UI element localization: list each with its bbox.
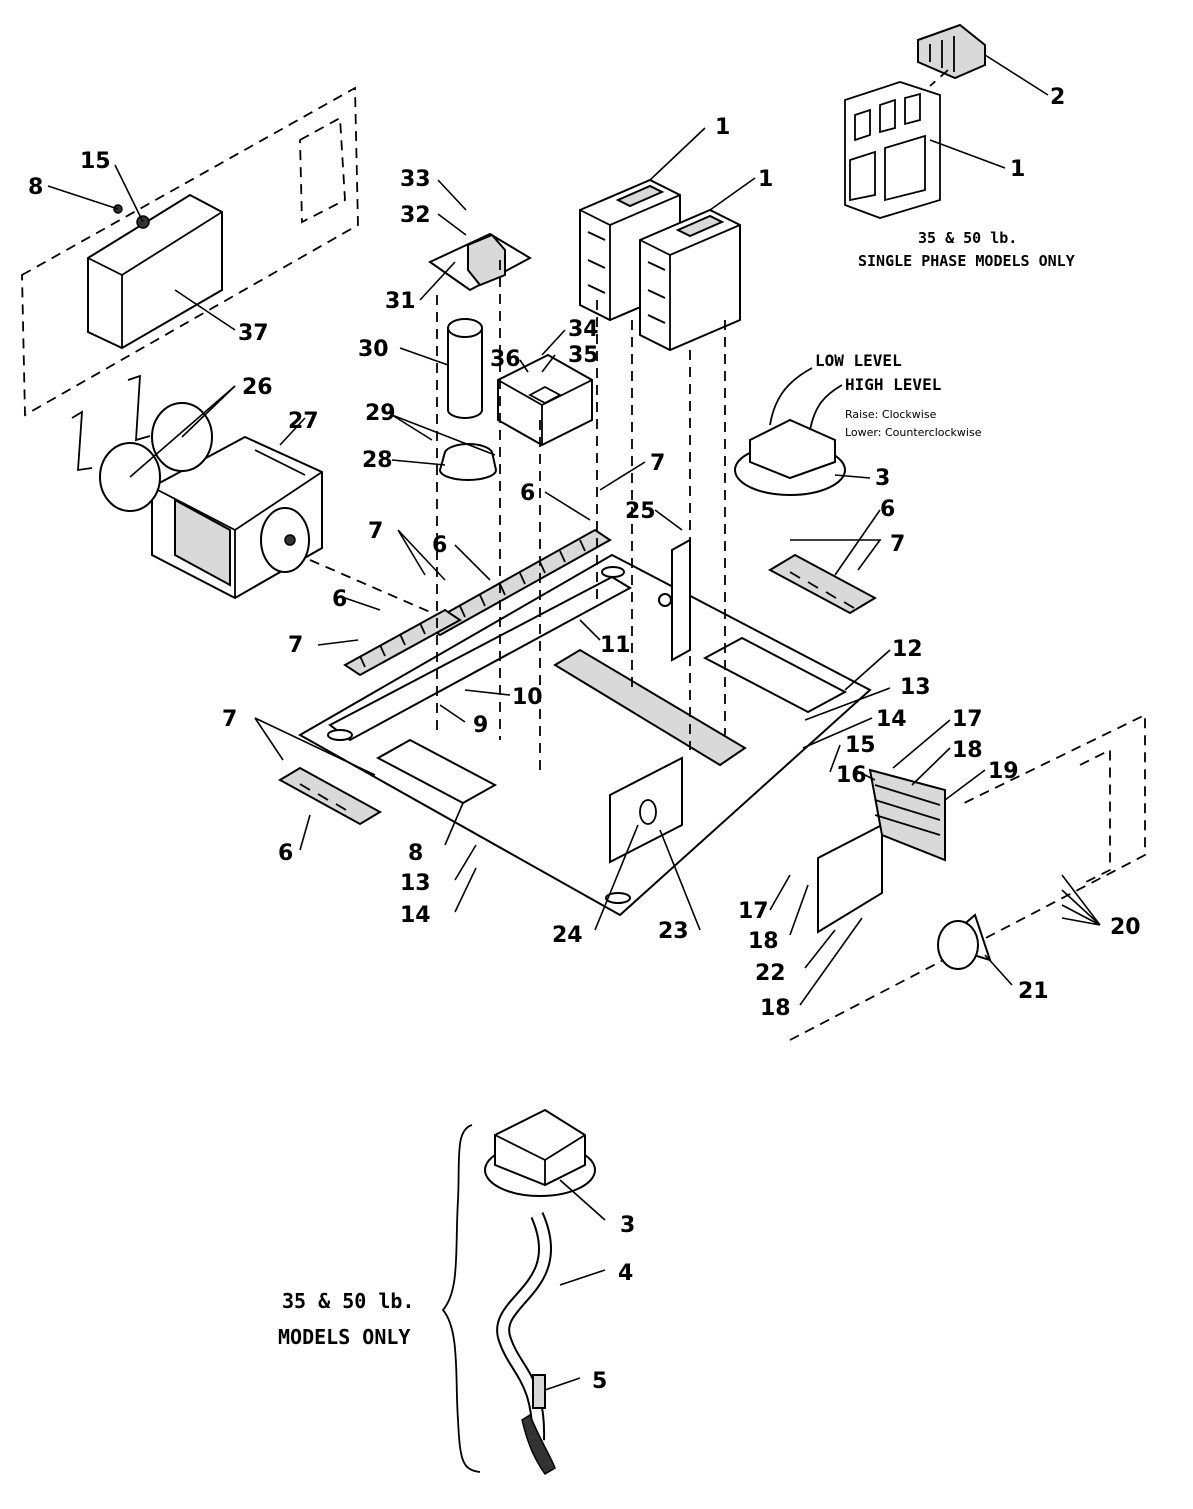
cover-panel-37 (21, 86, 359, 417)
callout-4: 4 (618, 1261, 633, 1286)
callout-18: 18 (748, 929, 779, 954)
callout-8: 8 (408, 841, 423, 866)
callout-22: 22 (755, 961, 786, 986)
fitting-5 (521, 1374, 556, 1475)
callout-33: 33 (400, 167, 431, 192)
callout-7: 7 (890, 532, 905, 557)
callout-37: 37 (238, 321, 269, 346)
terminal-block-6-left (343, 608, 462, 677)
callout-8: 8 (28, 175, 43, 200)
callout-36: 36 (490, 347, 521, 372)
models-only-note-line2: MODELS ONLY (278, 1325, 410, 1349)
timer-27 (151, 435, 323, 600)
relay-base-31 (428, 232, 533, 292)
callout-6: 6 (432, 533, 447, 558)
terminal-block-6-lower (277, 766, 383, 826)
terminal-block-6-right (767, 553, 878, 615)
callout-6: 6 (880, 497, 895, 522)
level-control-3 (734, 367, 846, 496)
callout-10: 10 (512, 685, 543, 710)
base-plate (297, 538, 872, 917)
callout-15: 15 (845, 733, 876, 758)
callout-32: 32 (400, 203, 431, 228)
callout-5: 5 (592, 1369, 607, 1394)
lower-instruction: Lower: Counterclockwise (845, 426, 982, 439)
callout-18: 18 (952, 738, 983, 763)
callout-6: 6 (520, 481, 535, 506)
callout-6: 6 (278, 841, 293, 866)
callout-9: 9 (473, 713, 488, 738)
high-level-label: HIGH LEVEL (845, 375, 941, 394)
callout-23: 23 (658, 919, 689, 944)
callout-2: 2 (1050, 85, 1065, 110)
callout-31: 31 (385, 289, 416, 314)
single-phase-note-line1: 35 & 50 lb. (918, 229, 1017, 247)
callout-14: 14 (876, 707, 907, 732)
callout-15: 15 (80, 149, 111, 174)
callout-7: 7 (650, 451, 665, 476)
models-only-note-line1: 35 & 50 lb. (282, 1289, 414, 1313)
callout-13: 13 (400, 871, 431, 896)
callout-35: 35 (568, 343, 599, 368)
switch-panel-22 (789, 713, 1146, 1041)
callout-30: 30 (358, 337, 389, 362)
leader-lines (47, 54, 1101, 1391)
single-phase-contactor-group (844, 23, 986, 219)
callout-27: 27 (288, 409, 319, 434)
callout-3: 3 (875, 466, 890, 491)
callout-3: 3 (620, 1213, 635, 1238)
callout-1: 1 (715, 115, 730, 140)
callout-26: 26 (242, 375, 273, 400)
callout-17: 17 (738, 899, 769, 924)
callout-17: 17 (952, 707, 983, 732)
low-level-label: LOW LEVEL (815, 351, 902, 370)
callout-1: 1 (758, 167, 773, 192)
hose-4 (496, 1212, 552, 1441)
knob-21 (937, 913, 992, 970)
callout-19: 19 (988, 759, 1019, 784)
callout-29: 29 (365, 401, 396, 426)
assembly-lines (309, 260, 726, 770)
transformer-35 (497, 353, 593, 447)
callout-20: 20 (1110, 915, 1141, 940)
pressure-switch-3 (484, 1108, 596, 1197)
callout-labels: 2 1 1 1 15 8 37 33 32 31 30 34 36 35 26 … (28, 85, 1141, 1394)
callout-16: 16 (836, 763, 867, 788)
callout-25: 25 (625, 499, 656, 524)
single-phase-note-line2: SINGLE PHASE MODELS ONLY (858, 252, 1075, 270)
models-only-brace (441, 1124, 481, 1473)
callout-12: 12 (892, 637, 923, 662)
notes: 35 & 50 lb. SINGLE PHASE MODELS ONLY LOW… (278, 229, 1075, 1349)
callout-14: 14 (400, 903, 431, 928)
callout-13: 13 (900, 675, 931, 700)
callout-34: 34 (568, 317, 599, 342)
capacitor-bracket-28 (438, 443, 498, 481)
callout-1: 1 (1010, 157, 1025, 182)
callout-24: 24 (552, 923, 583, 948)
callout-21: 21 (1018, 979, 1049, 1004)
callout-18: 18 (760, 996, 791, 1021)
callout-6: 6 (332, 587, 347, 612)
callout-28: 28 (362, 448, 393, 473)
callout-7: 7 (288, 633, 303, 658)
callout-7: 7 (368, 519, 383, 544)
raise-instruction: Raise: Clockwise (845, 408, 937, 421)
callout-7: 7 (222, 707, 237, 732)
capacitor-30 (447, 318, 483, 419)
callout-11: 11 (600, 633, 631, 658)
